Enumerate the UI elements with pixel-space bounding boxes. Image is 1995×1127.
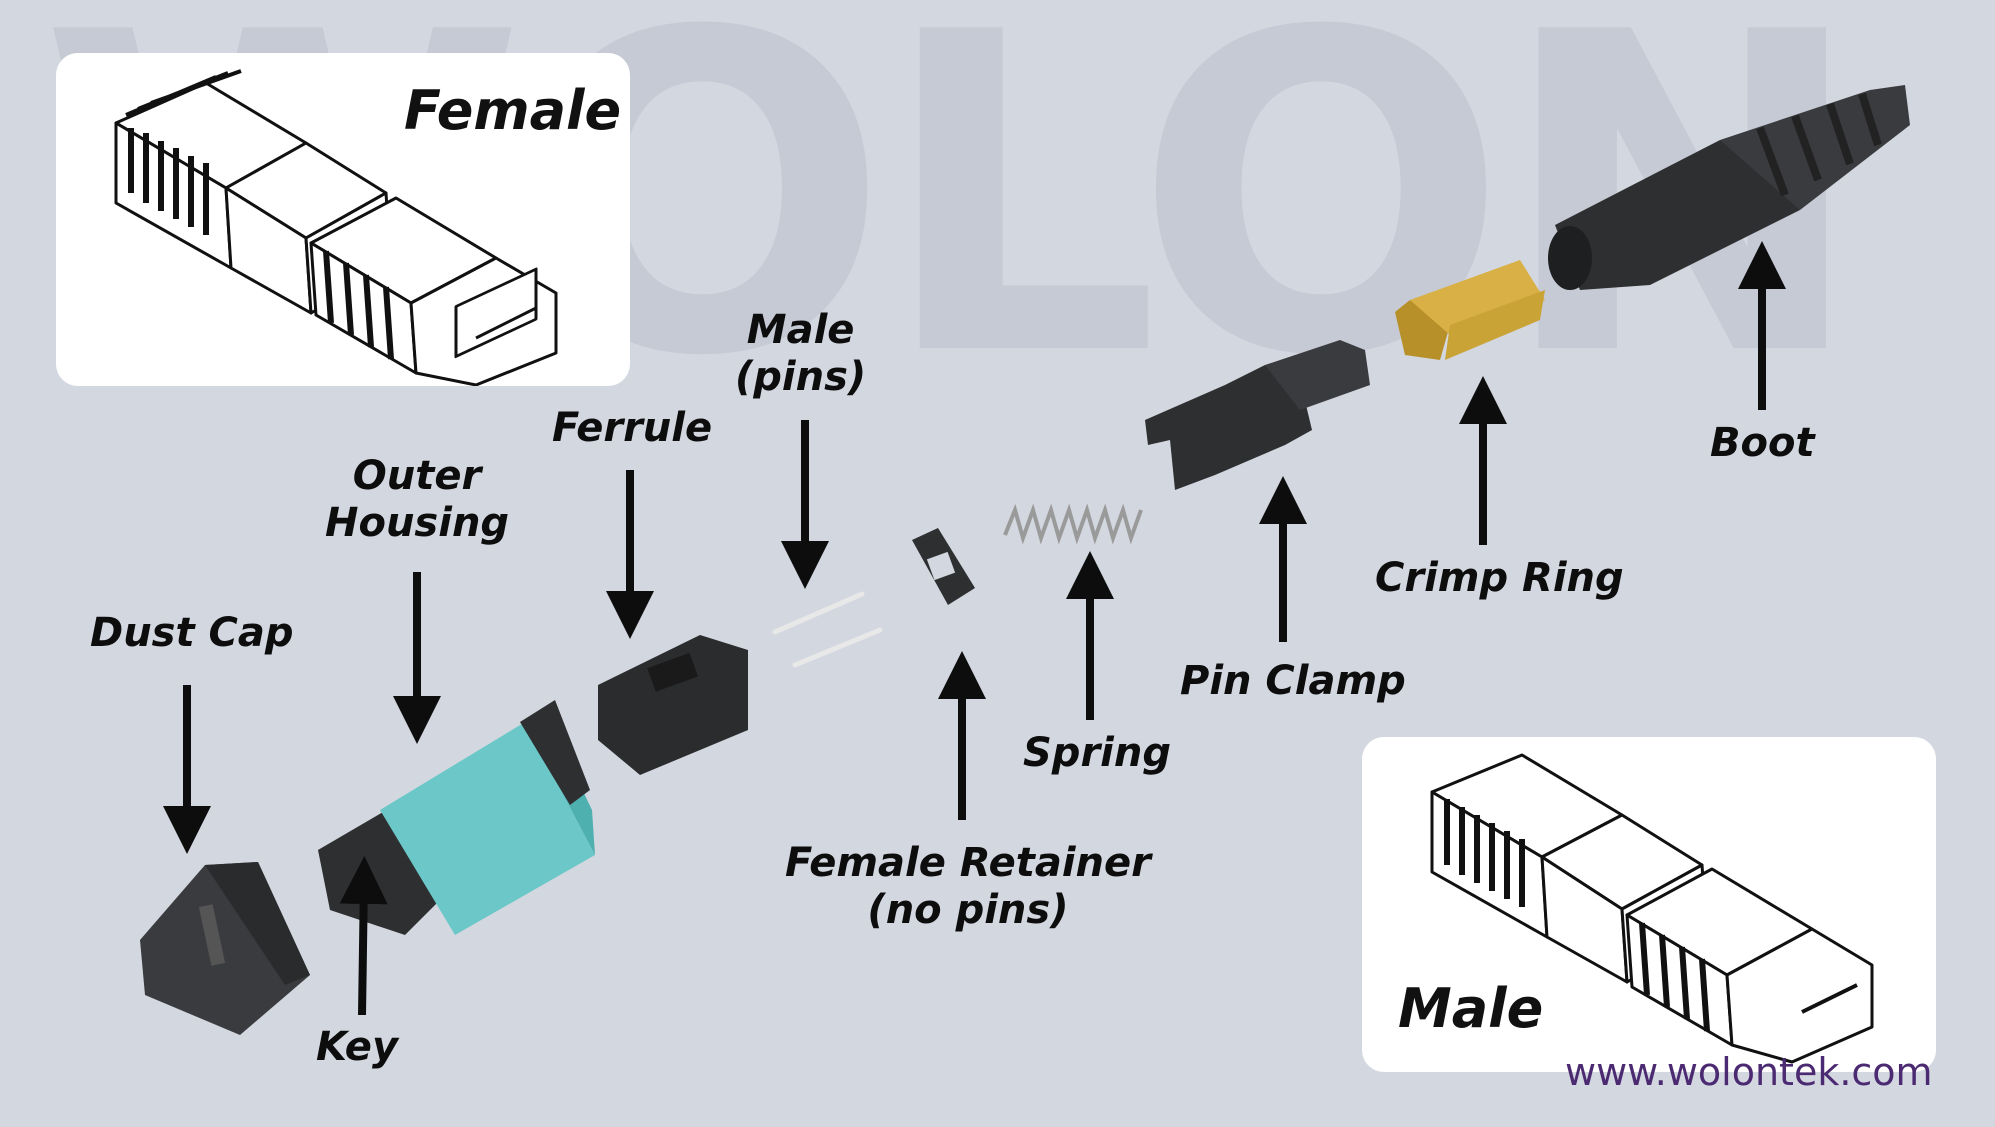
key-arrow [339,856,388,1016]
label-pin-clamp: Pin Clamp [1180,658,1406,704]
female-panel-title: Female [404,79,622,142]
label-male-pins-line2: (pins) [735,354,867,401]
outer-housing-part [318,700,595,935]
female-connector-panel: Female [56,53,630,386]
label-male-pins-line1: Male [746,307,855,353]
female-connector-illustration [114,69,558,386]
label-spring: Spring [1023,730,1171,776]
label-female-retainer-line1: Female Retainer [785,840,1151,886]
label-female-retainer: Female Retainer (no pins) [785,840,1151,934]
male-pins-part [772,591,883,668]
label-dust-cap: Dust Cap [90,610,294,656]
male-panel-title: Male [1398,977,1544,1040]
boot-part [1548,85,1910,290]
label-boot: Boot [1710,420,1815,466]
pin-clamp-part [1145,340,1370,490]
label-outer-housing-line1: Outer [352,453,482,499]
label-female-retainer-line2: (no pins) [867,887,1069,934]
female-retainer-part [912,528,975,605]
label-ferrule: Ferrule [552,405,713,451]
label-outer-housing: Outer Housing [325,453,509,547]
crimp-ring-part [1395,260,1545,360]
label-key: Key [316,1024,399,1070]
label-crimp-ring: Crimp Ring [1375,555,1624,601]
male-connector-panel: Male [1362,737,1936,1072]
male-connector-illustration [1430,753,1874,1064]
label-male-pins: Male (pins) [735,307,866,401]
ferrule-part [598,635,748,775]
spring-part [1003,503,1143,545]
website-url: www.wolontek.com [1565,1050,1933,1094]
label-outer-housing-line2: Housing [325,500,510,547]
dust-cap-part [140,862,310,1035]
